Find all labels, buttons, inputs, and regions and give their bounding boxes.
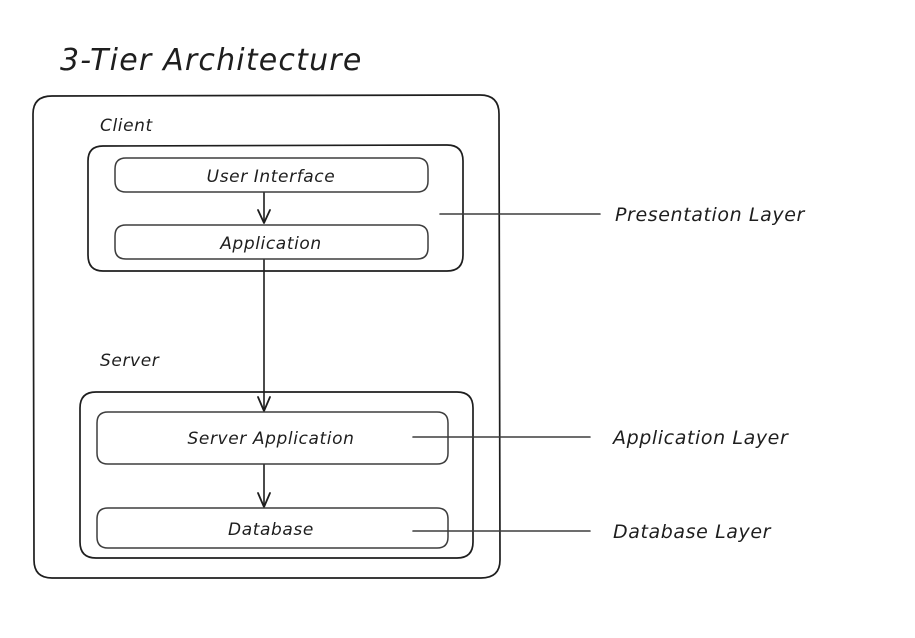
node-label-database: Database [228,520,314,540]
side-label-database-layer: Database Layer [613,521,772,543]
group-box-client [87,144,464,272]
side-label-application-layer: Application Layer [611,427,789,449]
arrowhead-ui-to-application [257,209,271,224]
node-label-server-application: Server Application [188,429,355,449]
node-label-application: Application [219,234,322,254]
node-box-user-interface[interactable] [114,157,429,193]
outer-container [32,94,501,579]
group-label-server: Server [100,351,160,371]
group-label-client: Client [100,116,154,136]
node-box-server-application[interactable] [96,411,449,465]
arrowhead-application-to-server-application [257,396,271,412]
page-title: 3-Tier Architecture [60,43,363,78]
side-label-presentation-layer: Presentation Layer [615,204,805,226]
node-label-user-interface: User Interface [207,167,336,187]
node-box-application[interactable] [114,224,429,260]
node-box-database[interactable] [96,507,449,549]
group-box-server [79,391,474,559]
arrowhead-server-application-to-database [257,492,271,508]
